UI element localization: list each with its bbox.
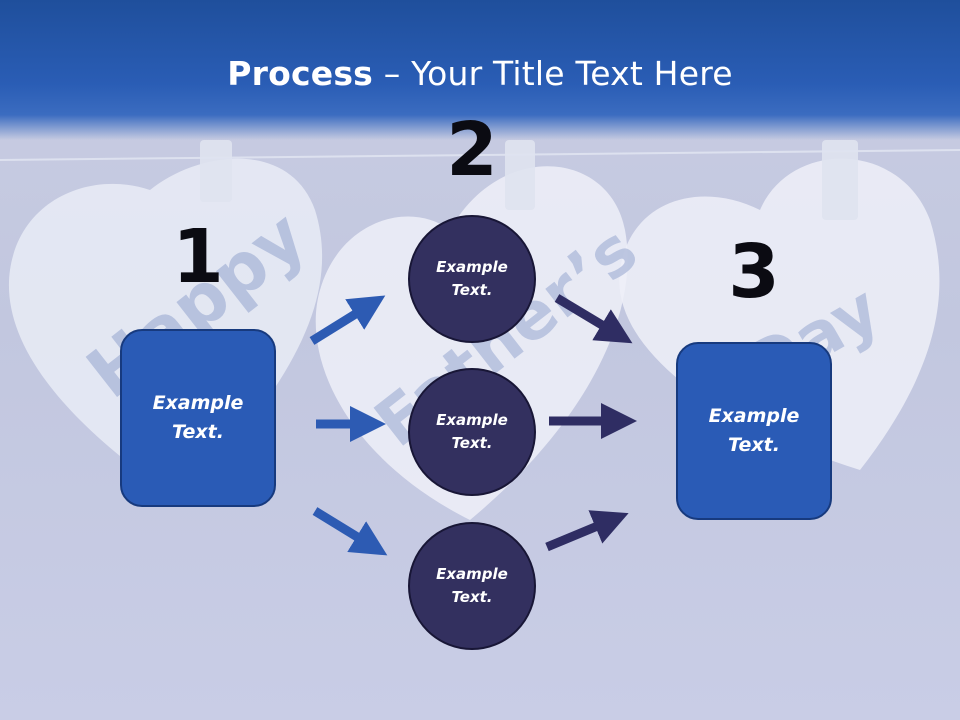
step-number-3: 3 xyxy=(728,229,780,315)
step-2-circle-bottom[interactable]: Example Text. xyxy=(408,522,536,650)
step-2-circle-middle[interactable]: Example Text. xyxy=(408,368,536,496)
step-2-circle-top-text: Example Text. xyxy=(436,258,508,299)
title-rest: – Your Title Text Here xyxy=(373,54,733,93)
title-bold: Process xyxy=(227,54,374,93)
header-band xyxy=(0,0,960,140)
step-3-text: Example Text. xyxy=(708,405,800,456)
step-number-2: 2 xyxy=(446,107,498,193)
step-1-box[interactable]: Example Text. xyxy=(120,329,276,507)
slide-title: Process – Your Title Text Here xyxy=(0,52,960,96)
step-2-circle-top[interactable]: Example Text. xyxy=(408,215,536,343)
step-2-circle-bottom-text: Example Text. xyxy=(436,565,508,606)
step-1-text: Example Text. xyxy=(152,392,244,443)
step-2-circle-middle-text: Example Text. xyxy=(436,411,508,452)
step-number-1: 1 xyxy=(172,214,224,300)
step-3-box[interactable]: Example Text. xyxy=(676,342,832,520)
